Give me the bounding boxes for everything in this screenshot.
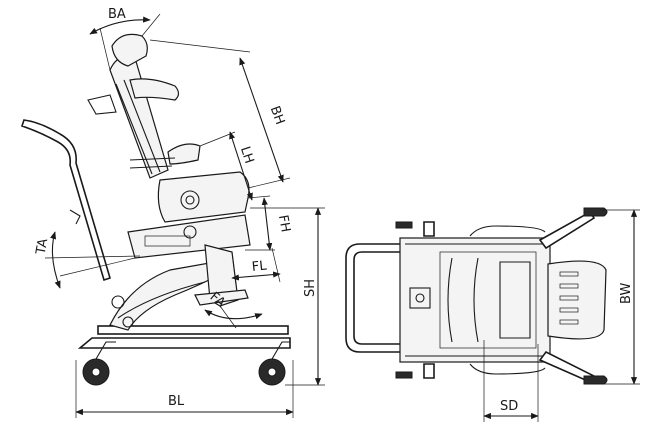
dim-label-bl: BL xyxy=(168,394,185,409)
dim-label-ba: BA xyxy=(108,7,126,22)
base-bar xyxy=(97,325,289,335)
push-handle xyxy=(20,119,111,282)
dim-label-bw: BW xyxy=(619,283,634,304)
base-frame xyxy=(77,337,291,349)
top-leg-upper xyxy=(538,210,596,250)
seat-cushion xyxy=(157,171,250,223)
dim-label-fl: FL xyxy=(251,258,268,275)
footrest xyxy=(204,244,239,307)
dim-label-ta: TA xyxy=(34,237,52,256)
front-wheel xyxy=(82,341,116,386)
headrest xyxy=(111,33,148,67)
dim-label-lh: LH xyxy=(237,145,257,166)
lateral-pad xyxy=(167,143,201,165)
top-caster-lower xyxy=(583,375,608,385)
dim-label-sh: SH xyxy=(303,279,318,297)
dim-label-bh: BH xyxy=(267,104,287,127)
dim-label-sd: SD xyxy=(500,399,518,414)
side-view xyxy=(20,33,291,386)
top-caster-upper xyxy=(583,207,608,217)
top-view xyxy=(345,207,608,385)
seat-block xyxy=(127,214,251,259)
dim-label-fh: FH xyxy=(275,214,293,234)
rear-wheel xyxy=(258,341,290,386)
top-frame xyxy=(399,237,551,363)
